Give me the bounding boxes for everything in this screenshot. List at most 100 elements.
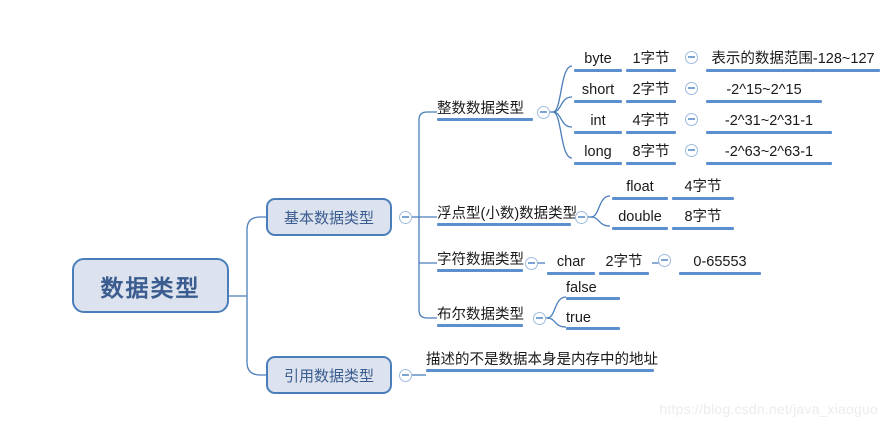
type-size-long: 8字节: [624, 144, 678, 165]
type-range-label: 0-65553: [693, 254, 747, 270]
type-size-short: 2字节: [624, 82, 678, 103]
collapse-toggle-boolean-category[interactable]: [533, 311, 546, 325]
collapse-toggle-icon[interactable]: [684, 50, 698, 64]
type-size-label: 8字节: [684, 209, 722, 225]
underline-bar: [599, 272, 649, 275]
row-type-int[interactable]: int 4字节 -2^31~2^31-1: [572, 111, 834, 134]
underline-bar: [626, 100, 676, 103]
underline-bar: [547, 272, 595, 275]
type-size-label: 1字节: [632, 51, 670, 67]
underline-bar: [574, 69, 622, 72]
underline-bar: [612, 197, 668, 200]
node-primitive-types-label: 基本数据类型: [283, 209, 374, 227]
type-range-char: 0-65553: [677, 254, 763, 275]
collapse-toggle-short: [678, 80, 704, 103]
underline-bar: [574, 131, 622, 134]
underline-bar: [574, 100, 622, 103]
underline-bar: [437, 269, 523, 272]
underline-bar: [566, 327, 620, 330]
type-name-short: short: [572, 82, 624, 103]
underline-bar: [437, 223, 571, 226]
collapse-toggle-icon[interactable]: [684, 143, 698, 157]
type-name-label: short: [581, 82, 615, 98]
type-size-label: 4字节: [684, 179, 722, 195]
node-integer-category-label: 整数数据类型: [437, 101, 524, 117]
node-character-category[interactable]: 字符数据类型: [437, 252, 524, 272]
underline-bar: [679, 272, 761, 275]
collapse-toggle-floating-category[interactable]: [575, 210, 588, 224]
collapse-toggle-character-category[interactable]: [525, 256, 538, 270]
underline-bar: [574, 162, 622, 165]
root-node[interactable]: 数据类型: [72, 258, 229, 313]
node-boolean-true[interactable]: true: [566, 310, 620, 330]
row-type-short[interactable]: short 2字节 -2^15~2^15: [572, 80, 824, 103]
underline-bar: [706, 69, 880, 72]
collapse-toggle-reference-types[interactable]: [399, 368, 412, 382]
watermark: https://blog.csdn.net/java_xiaoguo: [659, 401, 878, 417]
type-range-short: -2^15~2^15: [704, 82, 824, 103]
type-size-float: 4字节: [670, 179, 736, 200]
node-reference-description-label: 描述的不是数据本身是内存中的地址: [426, 352, 658, 368]
underline-bar: [612, 227, 668, 230]
node-boolean-false[interactable]: false: [566, 280, 620, 300]
type-name-label: char: [556, 254, 586, 270]
collapse-toggle-long: [678, 142, 704, 165]
type-range-label: -2^63~2^63-1: [724, 144, 814, 160]
type-name-label: byte: [584, 51, 612, 67]
collapse-toggle-char: [651, 252, 677, 275]
type-range-label: 表示的数据范围-128~127: [711, 51, 875, 67]
row-type-double[interactable]: double 8字节: [610, 209, 736, 230]
type-size-label: 2字节: [632, 82, 670, 98]
node-character-category-label: 字符数据类型: [437, 252, 524, 268]
type-size-char: 2字节: [597, 254, 651, 275]
type-size-label: 8字节: [632, 144, 670, 160]
node-primitive-types[interactable]: 基本数据类型: [266, 198, 392, 236]
node-boolean-true-label: true: [566, 310, 591, 326]
type-name-int: int: [572, 113, 624, 134]
node-integer-category[interactable]: 整数数据类型: [437, 101, 533, 121]
underline-bar: [706, 100, 822, 103]
type-size-int: 4字节: [624, 113, 678, 134]
underline-bar: [706, 131, 832, 134]
type-name-double: double: [610, 209, 670, 230]
row-type-long[interactable]: long 8字节 -2^63~2^63-1: [572, 142, 834, 165]
node-reference-description[interactable]: 描述的不是数据本身是内存中的地址: [426, 352, 658, 372]
type-range-long: -2^63~2^63-1: [704, 144, 834, 165]
underline-bar: [437, 324, 523, 327]
type-range-byte: 表示的数据范围-128~127: [704, 51, 882, 72]
type-name-float: float: [610, 179, 670, 200]
type-size-byte: 1字节: [624, 51, 678, 72]
type-name-label: double: [618, 209, 662, 225]
type-range-label: -2^31~2^31-1: [724, 113, 814, 129]
collapse-toggle-icon[interactable]: [684, 112, 698, 126]
node-boolean-category[interactable]: 布尔数据类型: [437, 307, 524, 327]
node-reference-types[interactable]: 引用数据类型: [266, 356, 392, 394]
collapse-toggle-icon[interactable]: [657, 253, 671, 267]
type-name-byte: byte: [572, 51, 624, 72]
row-type-byte[interactable]: byte 1字节 表示的数据范围-128~127: [572, 49, 882, 72]
collapse-toggle-int: [678, 111, 704, 134]
underline-bar: [626, 162, 676, 165]
node-reference-types-label: 引用数据类型: [283, 367, 374, 385]
type-name-label: int: [590, 113, 606, 129]
collapse-toggle-primitive-types[interactable]: [399, 210, 412, 224]
type-size-double: 8字节: [670, 209, 736, 230]
type-name-label: long: [584, 144, 612, 160]
underline-bar: [706, 162, 832, 165]
underline-bar: [437, 118, 533, 121]
node-boolean-false-label: false: [566, 280, 597, 296]
collapse-toggle-integer-category[interactable]: [537, 105, 550, 119]
underline-bar: [672, 227, 734, 230]
row-type-char[interactable]: char 2字节 0-65553: [545, 252, 763, 275]
node-floating-category[interactable]: 浮点型(小数)数据类型: [437, 206, 577, 226]
node-boolean-category-label: 布尔数据类型: [437, 307, 524, 323]
type-size-label: 2字节: [605, 254, 643, 270]
type-name-long: long: [572, 144, 624, 165]
underline-bar: [426, 369, 654, 372]
type-range-label: -2^15~2^15: [726, 82, 802, 98]
type-name-char: char: [545, 254, 597, 275]
collapse-toggle-icon[interactable]: [684, 81, 698, 95]
row-type-float[interactable]: float 4字节: [610, 179, 736, 200]
underline-bar: [626, 131, 676, 134]
collapse-toggle-byte: [678, 49, 704, 72]
